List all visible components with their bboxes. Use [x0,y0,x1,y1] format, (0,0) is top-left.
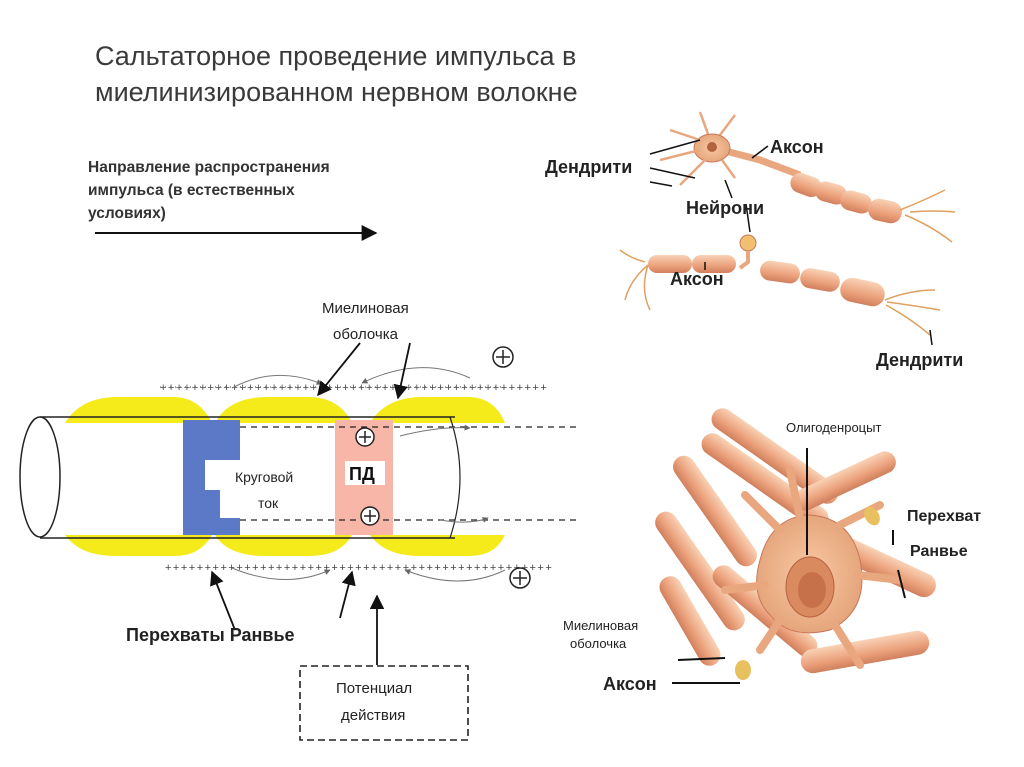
dendrites-bottom-label: Дендрити [876,350,963,370]
title-line-2: миелинизированном нервном волокне [95,77,578,107]
svg-text:++++++++++++++++++++++++++++++: ++++++++++++++++++++++++++++++++++++++++… [165,562,553,574]
outer-plus-symbol-top [492,346,514,368]
myelin-sheath-top-3 [370,397,505,423]
myelin-sheath-top-2 [215,397,352,423]
direction-line-1: Направление распространения [88,159,330,176]
action-potential-line-2: действия [341,707,405,724]
oligo-myelin-line-2: оболочка [570,636,627,651]
direction-line-3: условиях) [88,205,166,222]
myelin-sheath-top-1 [65,397,212,423]
circular-current-region [183,420,240,535]
axon-top-label: Аксон [770,137,824,157]
top-axon-segments [790,172,902,224]
axon-bottom-label: Аксон [670,269,724,289]
oligodendrocyte-illustration [655,408,936,684]
action-potential-abbrev: ПД [349,464,375,484]
axon-cut-end [19,416,61,538]
myelin-label-line-1: Миелиновая [322,300,409,317]
page-title: Сальтаторное проведение импульса в миели… [95,38,578,110]
neurons-illustration [619,111,956,346]
myelin-label-line-2: оболочка [333,326,399,343]
dendrites-top-label: Дендрити [545,157,632,177]
myelinated-fiber: ++++++++++++++++++++++++++++++++++++++++… [19,342,580,741]
outer-plus-symbol-bottom [509,567,531,589]
action-potential-line-1: Потенциал [336,680,412,697]
ranvier-nodes-label: Перехваты Ранвье [126,625,295,645]
myelin-sheath-bottom-1 [65,535,212,556]
oligo-axon-label: Аксон [603,674,657,694]
svg-text:++++++++++++++++++++++++++++++: ++++++++++++++++++++++++++++++++++++++++… [160,382,548,394]
bottom-neuron-soma [739,234,757,252]
action-potential-box [299,665,469,741]
title-line-1: Сальтаторное проведение импульса в [95,41,577,71]
neurons-label: Нейрони [686,198,764,218]
ranvier-node-line-2: Ранвье [910,543,968,560]
circular-current-line-1: Круговой [235,469,293,485]
oligo-myelin-line-1: Миелиновая [563,618,638,633]
circular-current-line-2: ток [258,495,279,511]
ranvier-node-line-1: Перехват [907,508,981,525]
direction-line-2: импульса (в естественных [88,182,295,199]
bottom-axon-segments [648,255,885,307]
myelin-sheath-bottom-3 [370,535,505,556]
oligodendrocyte-label: Олигоденроцыт [786,420,881,435]
myelin-sheath-bottom-2 [215,535,352,556]
direction-caption: Направление распространения импульса (в … [88,156,330,225]
